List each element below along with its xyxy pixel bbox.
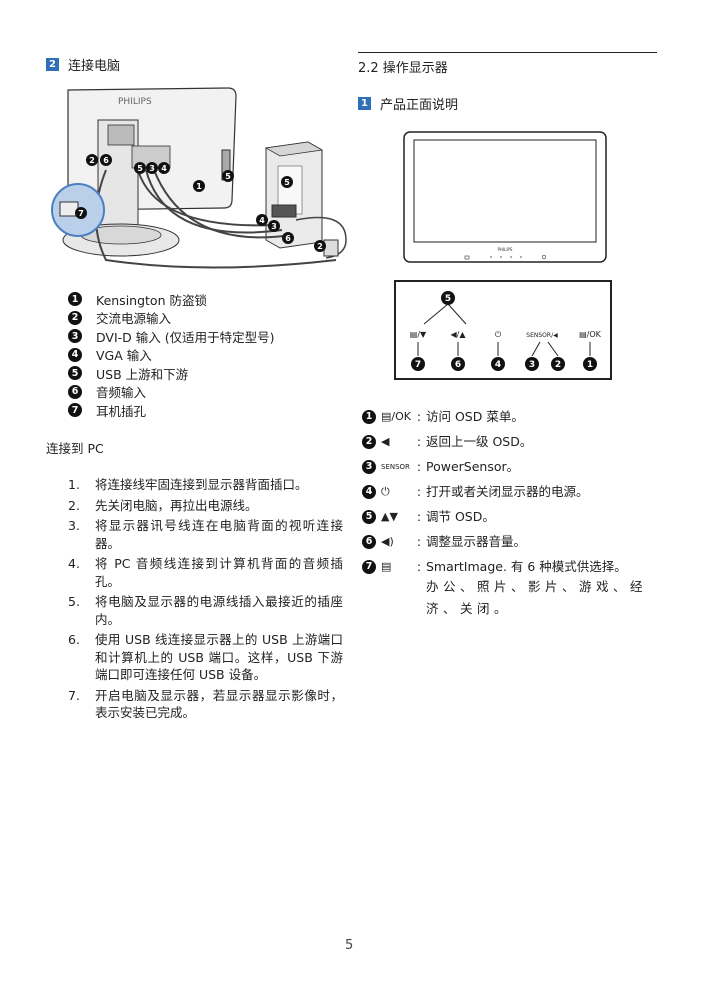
sensor-icon: SENSOR [381,463,410,471]
connection-diagram: PHILIPS 2 6 5 3 4 1 5 5 4 3 6 2 7 [51,87,347,269]
steps-list: 1.将连接线牢固连接到显示器背面插口。 2.先关闭电脑，再拉出电源线。 3.将显… [68,476,343,725]
svg-text:5: 5 [225,172,231,181]
section-title: 产品正面说明 [380,98,459,113]
svg-text:3: 3 [149,164,155,173]
control-item-adjust: 5▲▼ :调节 OSD。 [362,508,650,526]
smartimage-icon: ▤ [381,560,392,573]
menu-ok-icon: ▤/OK [381,410,411,423]
svg-text:2: 2 [317,242,323,251]
volume-up-button-label: ◀/▲ [451,330,467,339]
section-header-connect: 2 连接电脑 [46,55,120,74]
svg-text:2: 2 [89,156,95,165]
panel-badge: 4 [495,360,501,370]
list-item: 6.使用 USB 线连接显示器上的 USB 上游端口和计算机上的 USB 端口。… [68,632,343,682]
menu-ok-button-label: ▤/OK [579,330,602,339]
section-number: 1 [358,97,371,110]
speaker-icon: ◀) [381,535,394,548]
list-item: 5.将电脑及显示器的电源线插入最接近的插座内。 [68,594,343,627]
panel-badge: 3 [529,360,535,370]
svg-text:4: 4 [161,164,167,173]
sensor-back-button-label: SENSOR/◀ [526,332,558,339]
page-number: 5 [345,938,354,953]
back-arrow-icon: ◀ [381,435,390,448]
list-item: 7.开启电脑及显示器，若显示器显示影像时，表示安装已完成。 [68,687,343,721]
panel-badge: 5 [445,294,451,304]
panel-badge: 6 [455,360,461,370]
control-item-volume: 6◀) :调整显示器音量。 [362,533,650,551]
control-item-power: 4⏻ :打开或者关闭显示器的电源。 [362,483,650,501]
svg-text:5: 5 [284,178,290,187]
panel-badge: 7 [415,360,421,370]
power-button-label: ⏻ [495,330,502,339]
power-icon: ⏻ [381,485,390,498]
button-panel-diagram: 5 7 6 4 3 2 1 ▤/▼ ◀/▲ ⏻ SENSOR/◀ ▤/OK [410,291,602,371]
list-item: 1.将连接线牢固连接到显示器背面插口。 [68,477,308,492]
svg-text:5: 5 [137,164,143,173]
monitor-brand: PHILIPS [498,247,513,252]
control-item-back: 2◀ :返回上一级 OSD。 [362,433,650,451]
svg-text:4: 4 [259,216,265,225]
control-item-menu: 1▤/OK :访问 OSD 菜单。 [362,408,650,426]
section-number: 2 [46,58,59,71]
list-item: 2.先关闭电脑，再拉出电源线。 [68,497,258,513]
svg-text:1: 1 [196,182,202,191]
control-item-smartimage: 7▤ : SmartImage. 有 6 种模式供选择。办公、照片、影片、游戏、… [362,558,650,620]
list-item: 4.将 PC 音频线连接到计算机背面的音频插孔。 [68,556,343,589]
monitor-front-illustration: PHILIPS [403,131,607,263]
panel-badge: 1 [587,360,593,370]
panel-badge: 2 [555,360,561,370]
connect-heading: 连接到 PC [46,441,104,456]
chapter-heading: 2.2 操作显示器 [358,61,448,76]
list-item: 3.将显示器讯号线连在电脑背面的视听连接器。 [68,518,343,551]
diagram-brand: PHILIPS [118,97,152,107]
button-panel: 5 7 6 4 3 2 1 ▤/▼ ◀/▲ ⏻ SENSOR/◀ ▤/OK [394,280,612,380]
section-header-front: 1 产品正面说明 [358,94,458,113]
svg-text:6: 6 [103,156,109,165]
svg-text:3: 3 [271,222,277,231]
smartimage-down-button-label: ▤/▼ [410,330,427,339]
svg-text:6: 6 [285,234,291,243]
up-down-arrows-icon: ▲▼ [381,510,398,523]
section-title: 连接电脑 [68,59,121,74]
heading-rule [358,52,657,53]
svg-text:7: 7 [78,209,84,218]
